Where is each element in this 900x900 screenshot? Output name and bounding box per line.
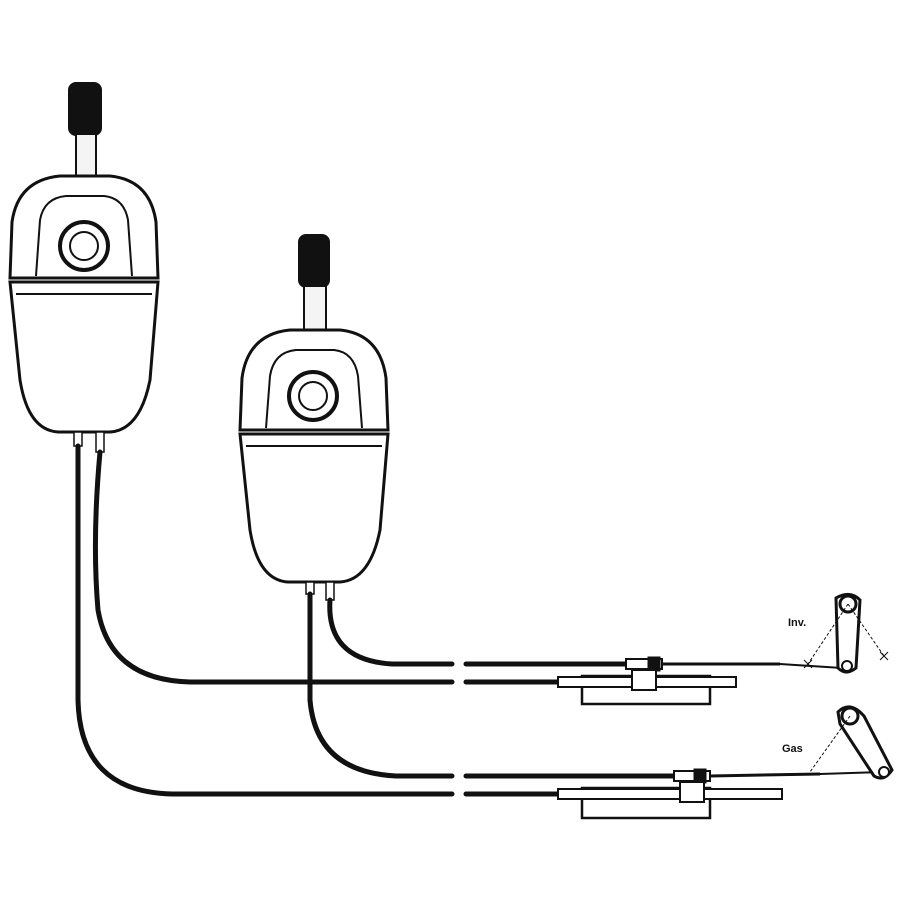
pivot-hub-inner-right	[298, 381, 328, 411]
cable-right-inner	[327, 597, 455, 667]
housing-inner-left	[35, 195, 133, 277]
gas-clamp	[679, 781, 705, 803]
inv-arm-end	[841, 660, 853, 672]
inv-travel-right	[847, 603, 885, 657]
gas-nut	[693, 768, 707, 784]
inv-nut	[647, 656, 661, 672]
inv-rod-thin	[779, 663, 843, 669]
pivot-hub-inner-left	[69, 231, 99, 261]
inv-mark-right	[879, 651, 889, 661]
cable-right-outer	[307, 591, 455, 779]
cables-left-section	[75, 443, 455, 797]
gas-clamp-tube	[557, 788, 783, 800]
lever-knob-right	[298, 234, 330, 288]
gas-cable-terminal	[557, 768, 883, 820]
inv-clamp	[631, 669, 657, 691]
gas-lever-arm	[809, 705, 894, 780]
inv-label: Inv.	[788, 617, 806, 629]
cable-exit-right-b	[325, 581, 335, 601]
control-unit-right	[238, 234, 390, 601]
inv-travel-left	[807, 603, 849, 665]
inv-cable-terminal	[557, 656, 843, 706]
cables-right-section	[463, 661, 679, 797]
gas-rod	[709, 772, 821, 778]
housing-inner-right	[265, 349, 363, 429]
cable-left-inner	[92, 449, 455, 685]
inv-mark-left	[803, 659, 813, 669]
cable-exit-left-b	[95, 431, 105, 453]
housing-body-left	[8, 280, 160, 434]
gas-arm-end	[878, 766, 890, 778]
cable-left-outer	[75, 443, 455, 797]
inv-lever-arm	[803, 593, 889, 674]
gas-travel	[809, 715, 851, 773]
gas-label: Gas	[782, 743, 803, 755]
control-unit-left	[8, 82, 160, 453]
housing-body-right	[238, 432, 390, 584]
lever-knob-left	[68, 82, 102, 136]
